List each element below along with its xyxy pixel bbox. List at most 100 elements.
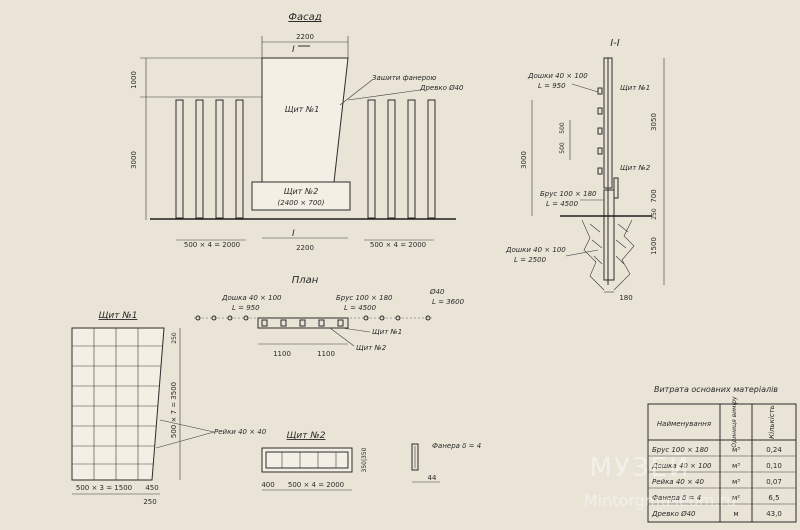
facade-pole — [175, 99, 184, 219]
plan-dim-left: 1100 — [273, 350, 291, 358]
section-label-beam: Брус 100 × 180 — [540, 190, 597, 198]
plan-label-beam: Брус 100 × 180 — [336, 294, 393, 302]
section-label-shield1: Щит №1 — [620, 84, 650, 92]
callout-leader — [155, 431, 215, 449]
hatch — [589, 223, 601, 233]
hatch-edge — [581, 219, 605, 291]
section-dim-180: 180 — [619, 294, 632, 302]
shield1-dim-250-top: 250 — [171, 332, 178, 344]
materials-row-unit: м³ — [732, 478, 740, 486]
facade-section-mark-bottom: I — [292, 229, 295, 239]
facade-shield1-label: Щит №1 — [285, 105, 320, 114]
materials-row-qty: 0,07 — [766, 478, 782, 486]
section-board-marks — [597, 87, 619, 199]
plan-beam — [280, 319, 287, 327]
facade-view: Фасад 2200 I 1000 3000 Щит №1 Щит №2 (24… — [130, 12, 464, 252]
materials-table: Витрата основних матеріалів Найменування… — [647, 385, 797, 523]
callout-leader — [341, 327, 371, 333]
materials-row-name: Фанера δ = 4 — [652, 494, 701, 502]
facade-pole — [215, 99, 224, 219]
facade-dim-top: 2200 — [296, 33, 314, 41]
plywood-label: Фанера δ = 4 — [432, 442, 481, 450]
callout-leader — [347, 89, 421, 101]
board-mark — [597, 107, 603, 115]
callout-leader — [339, 79, 373, 106]
shield1-dim-450: 450 — [145, 484, 158, 492]
hatch — [593, 255, 603, 265]
plan-label-boards-len: L = 950 — [232, 304, 260, 312]
section-dim-3050: 3050 — [650, 113, 658, 131]
callout-leader — [159, 419, 215, 433]
plan-label-shield2: Щит №2 — [356, 344, 387, 352]
callout-leader — [565, 249, 599, 257]
plan-title: План — [292, 275, 319, 286]
shield2-inner-frame — [265, 451, 349, 469]
materials-row-unit: м² — [732, 494, 740, 502]
plan-dim-right: 1100 — [317, 350, 335, 358]
section-dim-3000: 3000 — [520, 151, 528, 169]
facade-pole — [387, 99, 396, 219]
facade-label-plywood: Зашити фанерою — [372, 74, 436, 82]
hatch — [615, 255, 625, 265]
plan-label-shield1: Щит №1 — [372, 328, 402, 336]
materials-row-unit: м — [733, 510, 738, 518]
section-ground-hatch — [560, 215, 652, 291]
shield1-title: Щит №1 — [99, 311, 138, 321]
section-dim-700: 700 — [650, 189, 658, 202]
watermark-line2: Mintorgmuseum.ru — [584, 491, 736, 510]
materials-title: Витрата основних матеріалів — [654, 385, 778, 394]
materials-row-qty: 43,0 — [766, 510, 782, 518]
shield2-dim-span: 500 × 4 = 2000 — [288, 481, 344, 489]
section-label-shield2: Щит №2 — [620, 164, 651, 172]
facade-shield2-label: Щит №2 — [284, 187, 319, 196]
section-label-beam-len: L = 4500 — [546, 200, 579, 208]
section-dim-1500: 1500 — [650, 237, 658, 255]
plywood-detail: Фанера δ = 4 44 — [411, 442, 481, 483]
watermark-line1: МУЗЕЙ — [590, 451, 691, 483]
section-label-boards-bottom: Дошки 40 × 100 — [505, 246, 566, 254]
hatch — [591, 239, 603, 249]
facade-shield1-panel — [261, 57, 349, 183]
facade-dim-lower: 3000 — [130, 151, 138, 169]
shield2-dim-400: 400 — [261, 481, 274, 489]
section-label-boards-top-len: L = 950 — [538, 82, 566, 90]
facade-pole — [407, 99, 416, 219]
facade-pole — [367, 99, 376, 219]
materials-header-name: Найменування — [657, 420, 711, 428]
facade-pole — [195, 99, 204, 219]
board-mark — [597, 167, 603, 175]
facade-dim-upper: 1000 — [130, 71, 138, 89]
materials-row-unit: м³ — [732, 446, 740, 454]
facade-label-pole: Древко Ø40 — [419, 84, 464, 92]
facade-left-poles — [175, 99, 244, 219]
shield1-dim-250-bottom: 250 — [143, 498, 156, 506]
callout-leader — [329, 327, 355, 347]
materials-header-unit: Одиниця виміру — [731, 396, 738, 448]
plan-label-boards: Дошка 40 × 100 — [221, 294, 282, 302]
shield2-detail: Щит №2 400 500 × 4 = 2000 350|350 — [261, 431, 368, 491]
plan-label-pole: Ø40 — [429, 288, 445, 296]
section-beam — [603, 189, 615, 281]
hatch-edge — [613, 219, 635, 291]
section-title: I-I — [610, 38, 620, 49]
facade-right-poles — [367, 99, 436, 219]
facade-pole — [427, 99, 436, 219]
section-dim-500a: 500 — [559, 122, 566, 134]
materials-header-qty: Кількість — [768, 405, 776, 439]
shield2-title: Щит №2 — [287, 431, 326, 441]
materials-row-qty: 0,10 — [766, 462, 782, 470]
materials-row-name: Брус 100 × 180 — [652, 446, 709, 454]
board-mark — [613, 177, 619, 199]
plan-beam — [318, 319, 325, 327]
shield1-dim-rail-spacing: 500 × 7 = 3500 — [170, 382, 178, 438]
facade-section-mark-top: I — [292, 45, 295, 55]
facade-title: Фасад — [288, 12, 321, 23]
plan-view: План 1100 1100 Дошка 40 × 100 L = 950 Бр — [194, 275, 465, 358]
materials-table-frame — [647, 403, 797, 523]
materials-row-name: Дошка 40 × 100 — [651, 462, 712, 470]
board-mark — [597, 87, 603, 95]
facade-pole — [235, 99, 244, 219]
hatch — [617, 223, 629, 233]
plan-beam — [337, 319, 344, 327]
shield2-dim-height: 350|350 — [361, 447, 368, 472]
